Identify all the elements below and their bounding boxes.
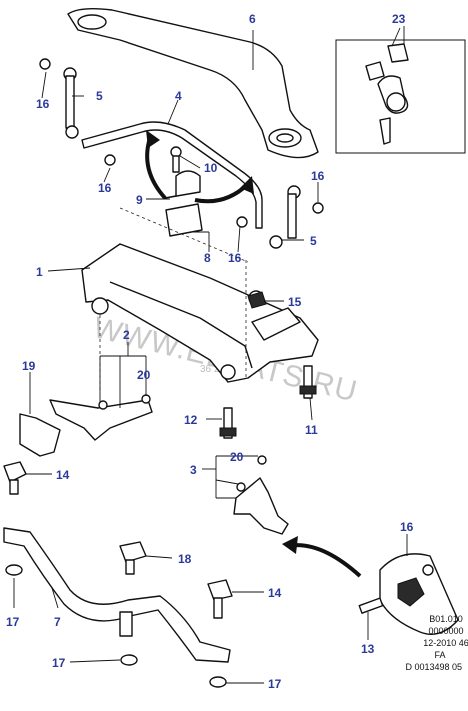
- stabilizer-link-right: [269, 185, 324, 249]
- callout-11: 11: [305, 423, 318, 437]
- callout-17a: 17: [6, 615, 20, 629]
- callout-5a: 5: [96, 89, 103, 103]
- nuts-17: [5, 564, 227, 688]
- mount-14-left: [3, 461, 27, 495]
- callout-labels: 6 23 16 5 4 16 10 16 9 8 16 5 1 15 2 19 …: [6, 12, 414, 691]
- reference-line-1: B01.010: [429, 614, 463, 624]
- callout-20b: 20: [230, 450, 244, 464]
- callout-7: 7: [54, 615, 61, 629]
- callout-17b: 17: [52, 656, 66, 670]
- reference-line-3: 12-2010 46: [423, 638, 468, 648]
- reference-line-2: 0000000: [428, 626, 463, 636]
- callout-23: 23: [392, 12, 406, 26]
- reference-block: B01.010 0000000 12-2010 46 FA D 0013498 …: [405, 614, 468, 672]
- bushing-clamp: [164, 146, 203, 237]
- callout-13: 13: [361, 642, 375, 656]
- reference-line-4: FA: [434, 650, 445, 660]
- lower-arm-right: [233, 455, 289, 535]
- bushing-detail: [358, 553, 459, 635]
- shield-plate: [19, 413, 61, 457]
- callout-16c: 16: [311, 169, 325, 183]
- lower-tie-bar: [3, 527, 231, 663]
- stabilizer-bar: [81, 121, 263, 229]
- callout-14a: 14: [56, 468, 70, 482]
- callout-2: 2: [123, 328, 130, 342]
- callout-3: 3: [190, 463, 197, 477]
- ball-joint-inset-box: [335, 39, 466, 154]
- upper-brace-bar: [67, 7, 319, 159]
- callout-18: 18: [178, 552, 192, 566]
- callout-15: 15: [288, 295, 302, 309]
- mount-18: [119, 541, 147, 575]
- callout-6: 6: [249, 12, 256, 26]
- callout-4: 4: [175, 89, 182, 103]
- nut-15: [247, 291, 267, 309]
- mount-14-right: [207, 579, 233, 619]
- callout-16d: 16: [228, 251, 242, 265]
- callout-12: 12: [184, 413, 198, 427]
- leader-lines: [13, 26, 408, 684]
- callout-16a: 16: [36, 97, 50, 111]
- bolts-mid: [219, 365, 317, 439]
- callout-16b: 16: [98, 181, 112, 195]
- callout-10: 10: [204, 161, 218, 175]
- callout-20a: 20: [137, 368, 151, 382]
- reference-line-5: D 0013498 05: [405, 662, 462, 672]
- lower-arm-left: [49, 394, 153, 441]
- callout-16e: 16: [400, 520, 414, 534]
- callout-9: 9: [136, 193, 143, 207]
- callout-14b: 14: [268, 586, 282, 600]
- callout-17c: 17: [268, 677, 282, 691]
- callout-19: 19: [22, 359, 36, 373]
- callout-1: 1: [36, 265, 43, 279]
- ball-joint-parts: [365, 27, 409, 145]
- callout-8: 8: [204, 251, 211, 265]
- stabilizer-link-left: [39, 58, 79, 139]
- front-subframe: [81, 243, 319, 383]
- callout-5b: 5: [310, 234, 317, 248]
